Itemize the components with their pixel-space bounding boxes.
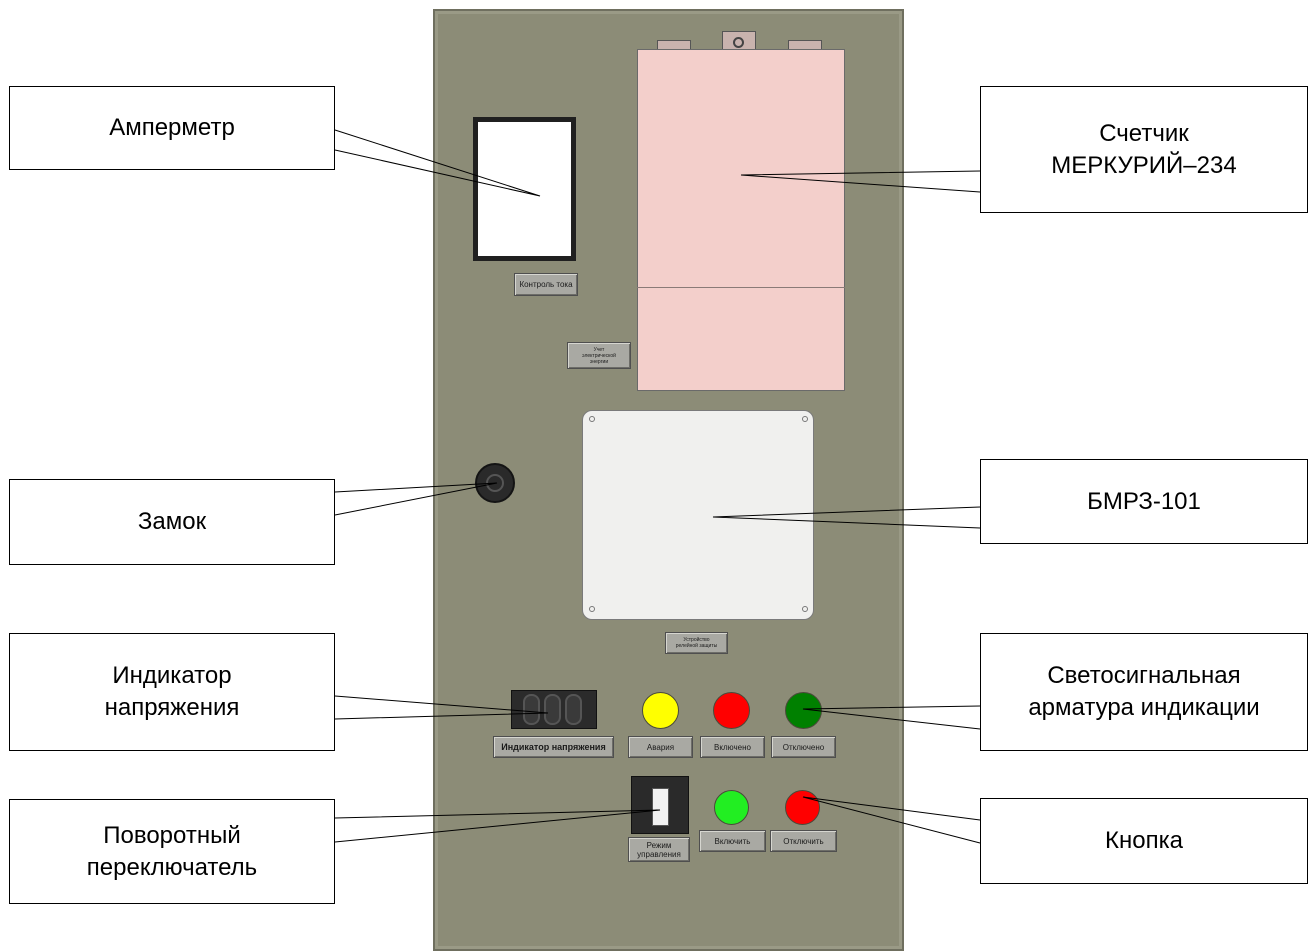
- voltage-indicator-cell-2: [544, 694, 561, 725]
- plate-switch-off: Отключить: [770, 830, 837, 852]
- voltage-indicator-cell-1: [523, 694, 540, 725]
- lock-keyhole-icon: [486, 474, 504, 492]
- plate-alarm: Авария: [628, 736, 693, 758]
- plate-on-state: Включено: [700, 736, 765, 758]
- callout-lock: Замок: [9, 479, 335, 565]
- relay-screw-br: [802, 606, 808, 612]
- plate-relay-protection: Устройство релейной защиты: [665, 632, 728, 654]
- callout-voltage-indicator: Индикатор напряжения: [9, 633, 335, 751]
- callout-signal-lamps: Светосигнальная арматура индикации: [980, 633, 1308, 751]
- callout-relay: БМРЗ-101: [980, 459, 1308, 544]
- plate-energy-metering: Учет электрической энергии: [567, 342, 631, 369]
- button-switch-off-red[interactable]: [785, 790, 820, 825]
- plate-switch-on: Включить: [699, 830, 766, 852]
- plate-voltage-indicator: Индикатор напряжения: [493, 736, 614, 758]
- plate-current-control: Контроль тока: [514, 273, 578, 296]
- lamp-off-green: [785, 692, 822, 729]
- meter-mounting-hole: [733, 37, 744, 48]
- energy-meter-divider: [637, 287, 845, 288]
- callout-button: Кнопка: [980, 798, 1308, 884]
- ammeter-face: [478, 122, 571, 256]
- voltage-indicator-cell-3: [565, 694, 582, 725]
- relay-screw-bl: [589, 606, 595, 612]
- lamp-on-red: [713, 692, 750, 729]
- plate-control-mode: Режим управления: [628, 837, 690, 862]
- callout-meter: Счетчик МЕРКУРИЙ–234: [980, 86, 1308, 213]
- rotary-switch-handle[interactable]: [652, 788, 669, 826]
- callout-ammeter: Амперметр: [9, 86, 335, 170]
- plate-off-state: Отключено: [771, 736, 836, 758]
- lamp-alarm-yellow: [642, 692, 679, 729]
- button-switch-on-green[interactable]: [714, 790, 749, 825]
- energy-meter: [637, 49, 845, 391]
- callout-rotary-switch: Поворотный переключатель: [9, 799, 335, 904]
- relay-protection-unit: [582, 410, 814, 620]
- relay-screw-tl: [589, 416, 595, 422]
- relay-screw-tr: [802, 416, 808, 422]
